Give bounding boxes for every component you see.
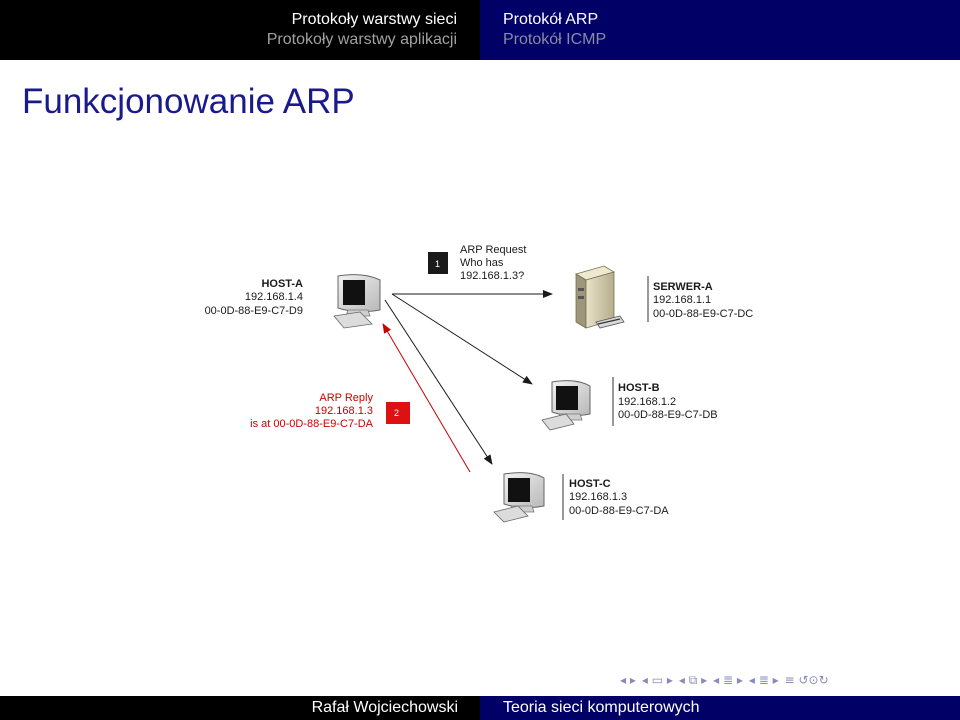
host-c-ip: 192.168.1.3	[569, 491, 627, 503]
host-b-ip: 192.168.1.2	[618, 396, 676, 408]
host-b-computer-icon	[541, 380, 591, 431]
header-section-nav: Protokoły warstwy sieci Protokoły warstw…	[0, 0, 480, 60]
nav-subsection-icon[interactable]: ◂ ⧉ ▸	[678, 672, 708, 687]
arrow-request-host-c	[384, 299, 493, 465]
header-section-current[interactable]: Protokoły warstwy sieci	[291, 11, 457, 28]
nav-left-icon[interactable]: ◂ ▸	[620, 673, 636, 687]
step-2-label: 2	[394, 408, 399, 418]
host-a-name: HOST-A	[261, 278, 303, 290]
step-1-box	[428, 252, 448, 274]
serwer-a-ip: 192.168.1.1	[653, 294, 711, 306]
footer-course: Teoria sieci komputerowych	[480, 696, 960, 720]
nav-search-icon[interactable]: ≡ ↺⊙↻	[784, 673, 829, 687]
serwer-a-mac: 00-0D-88-E9-C7-DC	[653, 308, 753, 320]
host-c-name: HOST-C	[569, 478, 611, 490]
header-bar: Protokoły warstwy sieci Protokoły warstw…	[0, 0, 960, 60]
request-line1: ARP Request	[460, 244, 526, 256]
header-subsection-current[interactable]: Protokół ARP	[503, 11, 599, 28]
host-a-mac: 00-0D-88-E9-C7-D9	[205, 305, 303, 317]
header-subsection-other[interactable]: Protokół ICMP	[503, 31, 607, 48]
nav-frame-icon[interactable]: ◂ ▭ ▸	[641, 673, 673, 687]
host-c-mac: 00-0D-88-E9-C7-DA	[569, 505, 669, 517]
footer-bar: Rafał Wojciechowski Teoria sieci kompute…	[0, 696, 960, 720]
request-line3: 192.168.1.3?	[460, 270, 524, 282]
host-c-computer-icon	[493, 472, 545, 523]
reply-line3: is at 00-0D-88-E9-C7-DA	[250, 418, 374, 430]
step-1-label: 1	[435, 259, 440, 269]
request-line2: Who has	[460, 257, 504, 269]
serwer-a-server-icon	[575, 265, 625, 329]
header-subsection-nav: Protokół ARP Protokół ICMP	[480, 0, 960, 60]
arrow-request-host-b	[391, 293, 533, 385]
host-b-name: HOST-B	[618, 382, 660, 394]
arrow-reply-host-a	[382, 323, 471, 473]
reply-line2: 192.168.1.3	[315, 405, 373, 417]
header-section-other[interactable]: Protokoły warstwy aplikacji	[266, 31, 457, 48]
footer-author: Rafał Wojciechowski	[0, 696, 480, 720]
host-b-mac: 00-0D-88-E9-C7-DB	[618, 409, 718, 421]
host-a-ip: 192.168.1.4	[245, 291, 303, 303]
reply-line1: ARP Reply	[319, 392, 373, 404]
navigation-symbols: ◂ ▸ ◂ ▭ ▸ ◂ ⧉ ▸ ◂ ≣ ▸ ◂ ≣ ▸ ≡ ↺⊙↻	[620, 670, 829, 690]
step-2-box	[386, 402, 410, 424]
frame-title: Funkcjonowanie ARP	[22, 82, 355, 121]
serwer-a-name: SERWER-A	[653, 281, 713, 293]
host-a-computer-icon	[333, 274, 381, 329]
nav-align-icon[interactable]: ◂ ≣ ▸	[748, 673, 779, 687]
nav-section-icon[interactable]: ◂ ≣ ▸	[713, 673, 743, 687]
